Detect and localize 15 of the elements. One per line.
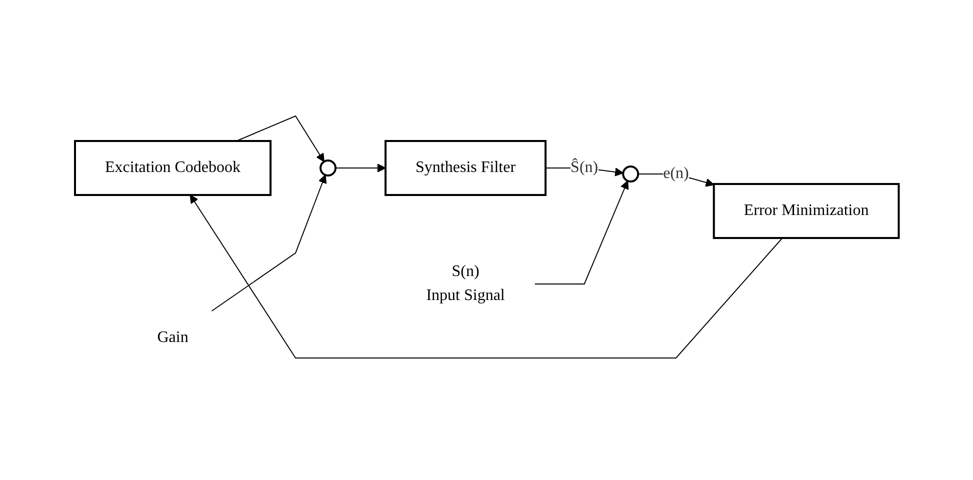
arrow [236, 114, 324, 162]
node-label: Input Signal [426, 286, 504, 304]
edge-label: e(n) [662, 164, 688, 182]
node-box: Error Minimization [712, 182, 900, 238]
arrow [334, 163, 386, 172]
node-text: S(n) [451, 262, 479, 280]
node-box: Excitation Codebook [74, 140, 272, 196]
node-circle [319, 159, 336, 176]
arrow [210, 174, 326, 311]
arrow [534, 180, 628, 284]
node-box: Synthesis Filter [384, 140, 546, 196]
arrow [189, 194, 782, 358]
edge-label: Ŝ(n) [570, 158, 598, 176]
node-text: Gain [156, 328, 188, 346]
node-circle [622, 165, 639, 182]
